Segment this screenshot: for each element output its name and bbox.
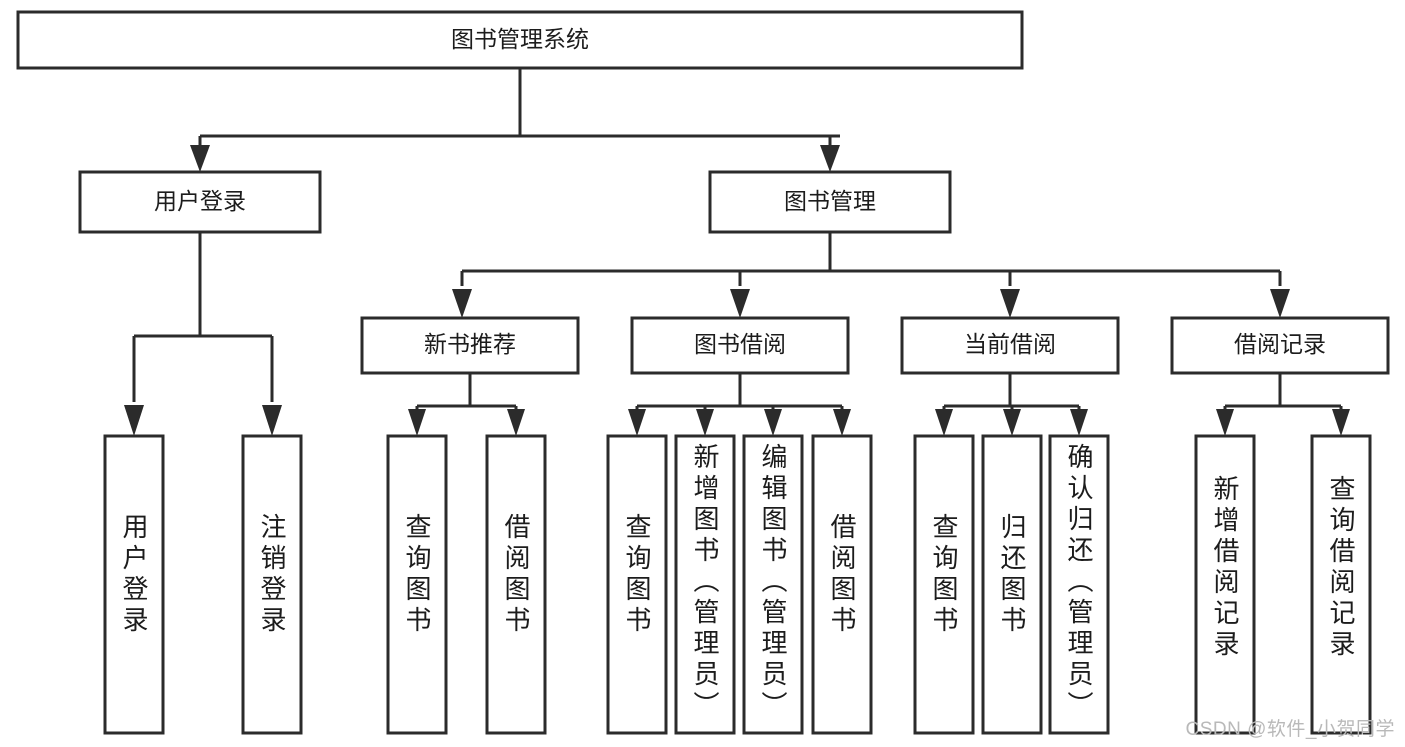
connector-currentborrow-to-leaves — [935, 373, 1088, 436]
leaf-query-borrow-record-box[interactable] — [1310, 434, 1372, 735]
arrow-head-icon — [507, 409, 525, 436]
arrow-head-icon — [408, 409, 426, 436]
connector-newbook-to-leaves — [408, 373, 525, 436]
node-current-borrow-box[interactable] — [900, 316, 1120, 375]
node-user-login[interactable]: 用户登录 — [78, 170, 322, 234]
leaf-edit-book-admin[interactable]: 编辑图书（管理员） — [742, 434, 804, 735]
node-user-login-label: 用户登录 — [154, 188, 246, 214]
leaf-add-book-admin-label: 新增图书（管理员） — [690, 443, 720, 722]
arrow-head-icon — [262, 405, 282, 436]
leaf-confirm-return-admin[interactable]: 确认归还（管理员） — [1048, 434, 1110, 735]
arrow-head-icon — [1000, 289, 1020, 318]
leaf-add-borrow-record-label: 新增借阅记录 — [1210, 475, 1240, 661]
leaf-borrow-book-newbook-label: 借阅图书 — [501, 513, 531, 637]
leaf-query-book-newbook[interactable]: 查询图书 — [386, 434, 448, 735]
leaf-add-book-admin-box[interactable] — [674, 434, 736, 735]
leaf-return-book-box[interactable] — [981, 434, 1043, 735]
node-current-borrow-label: 当前借阅 — [964, 331, 1056, 357]
leaf-logout-label: 注销登录 — [257, 513, 287, 637]
node-user-login-box[interactable] — [78, 170, 322, 234]
arrow-head-icon — [833, 409, 851, 436]
leaf-borrow-book-label: 借阅图书 — [827, 513, 857, 637]
leaf-edit-book-admin-box[interactable] — [742, 434, 804, 735]
connector-layer — [124, 68, 1350, 436]
leaf-query-book-current-box[interactable] — [913, 434, 975, 735]
leaf-user-login-label: 用户登录 — [119, 513, 149, 637]
leaf-borrow-book-newbook-box[interactable] — [485, 434, 547, 735]
arrow-head-icon — [124, 405, 144, 436]
node-book-borrow[interactable]: 图书借阅 — [630, 316, 850, 375]
leaf-add-borrow-record-box[interactable] — [1194, 434, 1256, 735]
leaf-add-book-admin[interactable]: 新增图书（管理员） — [674, 434, 736, 735]
connector-borrow-to-leaves — [628, 373, 851, 436]
node-borrow-records-label: 借阅记录 — [1234, 331, 1326, 357]
arrow-head-icon — [190, 145, 210, 172]
arrow-head-icon — [1216, 409, 1234, 436]
node-book-management-box[interactable] — [708, 170, 952, 234]
leaf-query-borrow-record-label: 查询借阅记录 — [1326, 475, 1356, 661]
connector-root-to-level2 — [190, 68, 840, 172]
leaf-confirm-return-admin-box[interactable] — [1048, 434, 1110, 735]
leaf-query-book-newbook-box[interactable] — [386, 434, 448, 735]
leaf-return-book[interactable]: 归还图书 — [981, 434, 1043, 735]
node-current-borrow[interactable]: 当前借阅 — [900, 316, 1120, 375]
leaf-query-book-current-label: 查询图书 — [929, 513, 959, 637]
arrow-head-icon — [1070, 409, 1088, 436]
leaf-return-book-label: 归还图书 — [997, 513, 1027, 637]
leaf-query-book-borrow-box[interactable] — [606, 434, 668, 735]
node-root-label: 图书管理系统 — [451, 26, 589, 52]
leaf-query-borrow-record[interactable]: 查询借阅记录 — [1310, 434, 1372, 735]
arrow-head-icon — [730, 289, 750, 318]
node-new-book-recommend-box[interactable] — [360, 316, 580, 375]
leaf-user-login[interactable]: 用户登录 — [103, 434, 165, 735]
arrow-head-icon — [935, 409, 953, 436]
leaf-logout[interactable]: 注销登录 — [241, 434, 303, 735]
node-book-borrow-label: 图书借阅 — [694, 331, 786, 357]
arrow-head-icon — [1332, 409, 1350, 436]
leaf-edit-book-admin-label: 编辑图书（管理员） — [758, 443, 788, 722]
arrow-head-icon — [1270, 289, 1290, 318]
leaf-query-book-borrow[interactable]: 查询图书 — [606, 434, 668, 735]
node-book-management-label: 图书管理 — [784, 188, 876, 214]
leaf-query-book-current[interactable]: 查询图书 — [913, 434, 975, 735]
node-root[interactable]: 图书管理系统 — [16, 10, 1024, 70]
leaf-query-book-newbook-label: 查询图书 — [402, 513, 432, 637]
node-borrow-records-box[interactable] — [1170, 316, 1390, 375]
connector-records-to-leaves — [1216, 373, 1350, 436]
leaf-user-login-box[interactable] — [103, 434, 165, 735]
leaf-borrow-book[interactable]: 借阅图书 — [811, 434, 873, 735]
arrow-head-icon — [764, 409, 782, 436]
leaf-query-book-borrow-label: 查询图书 — [622, 513, 652, 637]
node-book-management[interactable]: 图书管理 — [708, 170, 952, 234]
connector-bookmgmt-to-level3 — [452, 232, 1290, 318]
leaf-add-borrow-record[interactable]: 新增借阅记录 — [1194, 434, 1256, 735]
connector-userlogin-to-leaves — [124, 232, 282, 436]
node-new-book-recommend-label: 新书推荐 — [424, 331, 516, 357]
node-borrow-records[interactable]: 借阅记录 — [1170, 316, 1390, 375]
leaf-borrow-book-newbook[interactable]: 借阅图书 — [485, 434, 547, 735]
arrow-head-icon — [1003, 409, 1021, 436]
arrow-head-icon — [452, 289, 472, 318]
leaf-borrow-book-box[interactable] — [811, 434, 873, 735]
node-book-borrow-box[interactable] — [630, 316, 850, 375]
node-root-box[interactable] — [16, 10, 1024, 70]
arrow-head-icon — [628, 409, 646, 436]
arrow-head-icon — [820, 145, 840, 172]
leaf-logout-box[interactable] — [241, 434, 303, 735]
node-new-book-recommend[interactable]: 新书推荐 — [360, 316, 580, 375]
leaf-confirm-return-admin-label: 确认归还（管理员） — [1064, 443, 1094, 722]
arrow-head-icon — [696, 409, 714, 436]
